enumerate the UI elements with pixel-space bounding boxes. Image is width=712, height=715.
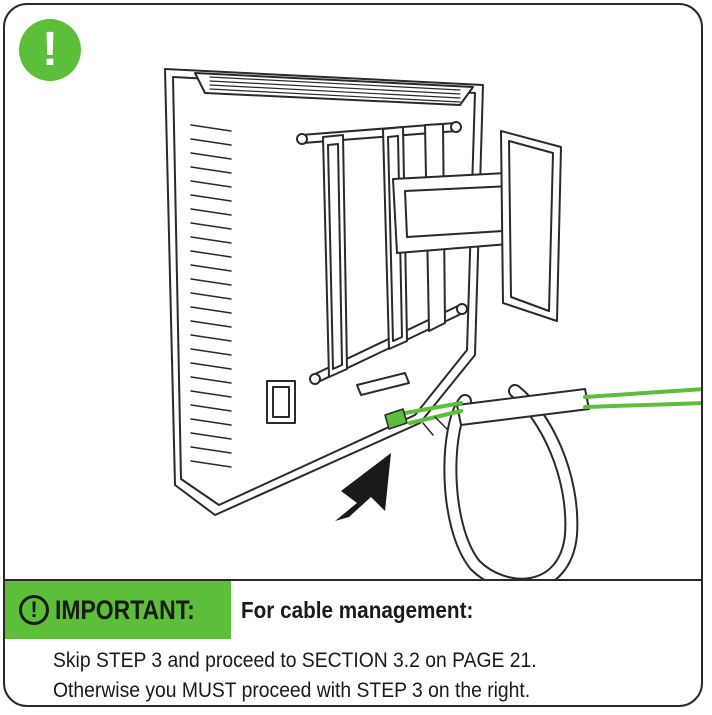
exclamation-icon: ! — [42, 23, 58, 76]
warning-icon-glyph: ! — [30, 597, 38, 622]
cable-management-heading: For cable management: — [241, 597, 474, 623]
section-divider — [5, 579, 701, 581]
insert-arrow-icon — [335, 453, 391, 521]
warning-icon: ! — [19, 595, 49, 625]
instruction-line-skip: Skip STEP 3 and proceed to SECTION 3.2 o… — [53, 649, 537, 672]
instruction-line-proceed: Otherwise you MUST proceed with STEP 3 o… — [53, 679, 531, 702]
cable-sleeve — [443, 384, 590, 579]
tv-side-vents — [190, 124, 232, 468]
tv-top-vent — [194, 72, 474, 106]
green-cables — [403, 387, 701, 425]
wall-plate — [500, 130, 562, 322]
instruction-card: ! ! IMPORTANT: For cable management: Ski… — [3, 3, 703, 707]
alert-badge: ! — [19, 19, 81, 81]
tv-mount-cable-illustration — [164, 68, 701, 579]
important-banner: ! IMPORTANT: — [5, 581, 231, 639]
cable-connector — [384, 408, 408, 430]
important-label: IMPORTANT: — [55, 594, 195, 625]
